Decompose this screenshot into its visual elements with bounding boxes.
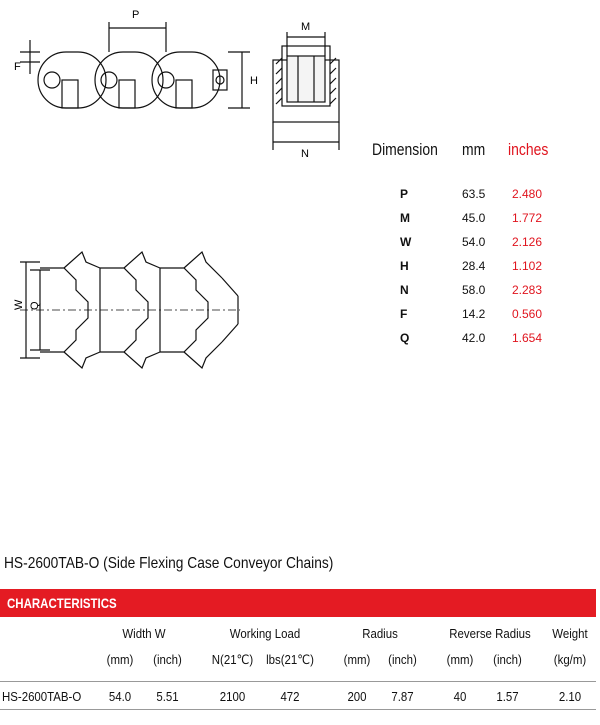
dim-inches: 2.283 <box>512 283 543 297</box>
dimension-row: F 14.2 0.560 <box>368 307 568 331</box>
header-width: Width W <box>122 626 166 641</box>
unit-weight: (kg/m) <box>553 652 587 667</box>
characteristics-label: CHARACTERISTICS <box>7 595 117 611</box>
dim-symbol: H <box>400 259 409 273</box>
dim-mm: 14.2 <box>462 307 486 321</box>
unit-radius-inch: (inch) <box>388 652 417 667</box>
unit-load-lbs: lbs(21℃) <box>266 652 314 667</box>
dim-inches: 1.772 <box>512 211 543 225</box>
header-dimension: Dimension <box>372 140 438 159</box>
unit-rev-mm: (mm) <box>446 652 474 667</box>
dim-symbol: Q <box>400 331 410 345</box>
product-title: HS-2600TAB-O (Side Flexing Case Conveyor… <box>4 555 334 572</box>
dimension-row: N 58.0 2.283 <box>368 283 568 307</box>
cell-rev-inch: 1.57 <box>496 689 519 704</box>
divider <box>0 681 596 682</box>
unit-load-n: N(21℃) <box>211 652 254 667</box>
cell-width-inch: 5.51 <box>156 689 179 704</box>
section-view <box>272 32 340 150</box>
dim-mm: 63.5 <box>462 187 486 201</box>
dim-inches: 2.126 <box>512 235 543 249</box>
dim-inches: 1.102 <box>512 259 543 273</box>
label-p: P <box>132 9 139 21</box>
unit-width-inch: (inch) <box>153 652 182 667</box>
label-q: Q <box>29 301 41 310</box>
dim-mm: 54.0 <box>462 235 486 249</box>
dim-mm: 28.4 <box>462 259 486 273</box>
unit-radius-mm: (mm) <box>343 652 371 667</box>
dim-inches: 2.480 <box>512 187 543 201</box>
header-weight: Weight <box>552 626 588 641</box>
dim-inches: 1.654 <box>512 331 543 345</box>
dim-mm: 58.0 <box>462 283 486 297</box>
header-mm: mm <box>462 140 486 159</box>
label-w: W <box>13 299 25 310</box>
dim-symbol: F <box>400 307 408 321</box>
dimension-row: Q 42.0 1.654 <box>368 331 568 355</box>
side-view <box>20 22 250 109</box>
cell-radius-inch: 7.87 <box>391 689 414 704</box>
header-reverse-radius: Reverse Radius <box>449 626 531 641</box>
label-h: H <box>250 75 258 87</box>
dim-mm: 42.0 <box>462 331 486 345</box>
dim-mm: 45.0 <box>462 211 486 225</box>
cell-weight: 2.10 <box>558 689 582 704</box>
cell-width-mm: 54.0 <box>108 689 132 704</box>
dim-symbol: P <box>400 187 409 201</box>
dimension-row: H 28.4 1.102 <box>368 259 568 283</box>
header-radius: Radius <box>362 626 398 641</box>
chain-technical-drawing: P F H M N <box>13 9 340 370</box>
dim-symbol: W <box>400 235 412 249</box>
cell-load-lbs: 472 <box>280 689 300 704</box>
header-working-load: Working Load <box>229 626 301 641</box>
unit-rev-inch: (inch) <box>493 652 522 667</box>
dimension-row: W 54.0 2.126 <box>368 235 568 259</box>
dim-symbol: M <box>400 211 410 225</box>
dim-symbol: N <box>400 283 409 297</box>
cell-rev-mm: 40 <box>453 689 467 704</box>
header-inches: inches <box>508 140 549 159</box>
dimension-row: P 63.5 2.480 <box>368 187 568 211</box>
cell-model: HS-2600TAB-O <box>2 689 82 704</box>
dim-inches: 0.560 <box>512 307 543 321</box>
cell-radius-mm: 200 <box>347 689 367 704</box>
label-n: N <box>301 148 309 160</box>
label-f: F <box>14 61 21 73</box>
label-m: M <box>301 21 310 33</box>
characteristics-bar: CHARACTERISTICS <box>0 589 596 617</box>
dimension-row: M 45.0 1.772 <box>368 211 568 235</box>
divider <box>0 709 596 710</box>
cell-load-n: 2100 <box>219 689 246 704</box>
unit-width-mm: (mm) <box>106 652 134 667</box>
